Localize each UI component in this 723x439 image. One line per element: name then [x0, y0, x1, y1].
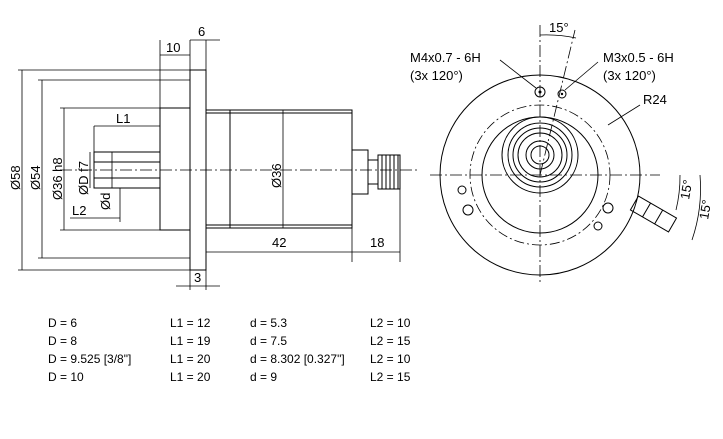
radius-label: R24: [643, 92, 667, 107]
table-cell: L2 = 15: [370, 370, 411, 384]
dim-3: 3: [194, 270, 201, 285]
table-cell: L1 = 20: [170, 370, 211, 384]
table-cell: L1 = 19: [170, 334, 211, 348]
dim-D: ØD f7: [76, 161, 91, 195]
thread2-label: M3x0.5 - 6H: [603, 50, 674, 65]
table-col-L2: L2 = 10 L2 = 15 L2 = 10 L2 = 15: [370, 314, 410, 386]
table-cell: L2 = 15: [370, 334, 411, 348]
table-cell: D = 6: [48, 316, 78, 330]
side-dimension-lines: [18, 39, 401, 290]
dim-36: Ø36: [269, 163, 284, 188]
table-cell: D = 8: [48, 334, 78, 348]
dim-top-10: 10: [166, 40, 180, 55]
connector: [351, 149, 401, 195]
thread2-pattern: (3x 120°): [603, 68, 656, 83]
dim-L1: L1: [116, 111, 130, 126]
thread1-label: M4x0.7 - 6H: [410, 50, 481, 65]
table-cell: L2 = 10: [370, 316, 411, 330]
angle-right2-label: 15°: [696, 199, 714, 221]
table-cell: L2 = 10: [370, 352, 411, 366]
table-cell: d = 7.5: [250, 334, 288, 348]
table-cell: L1 = 20: [170, 352, 211, 366]
dim-42: 42: [272, 235, 286, 250]
thread1-pattern: (3x 120°): [410, 68, 463, 83]
table-cell: L1 = 12: [170, 316, 211, 330]
table-col-d: d = 5.3 d = 7.5 d = 8.302 [0.327"] d = 9: [250, 314, 345, 386]
table-cell: D = 10: [48, 370, 84, 384]
table-col-D: D = 6 D = 8 D = 9.525 [3/8"] D = 10: [48, 314, 131, 386]
angle-right1-label: 15°: [677, 179, 695, 201]
table-cell: D = 9.525 [3/8"]: [48, 352, 132, 366]
dim-58: Ø58: [8, 165, 23, 190]
table-cell: d = 8.302 [0.327"]: [250, 352, 345, 366]
table-cell: d = 9: [250, 370, 278, 384]
shaft: [93, 151, 161, 189]
dim-36h8: Ø36 h8: [50, 157, 65, 200]
dim-top-6: 6: [198, 24, 205, 39]
table-cell: d = 5.3: [250, 316, 288, 330]
dim-d: Ød: [98, 193, 113, 210]
dim-L2: L2: [72, 203, 86, 218]
dim-18: 18: [370, 235, 384, 250]
front-view: [430, 25, 701, 285]
dim-54: Ø54: [28, 165, 43, 190]
table-col-L1: L1 = 12 L1 = 19 L1 = 20 L1 = 20: [170, 314, 210, 386]
collar-outline: [159, 107, 191, 231]
angle-top-label: 15°: [549, 20, 569, 35]
